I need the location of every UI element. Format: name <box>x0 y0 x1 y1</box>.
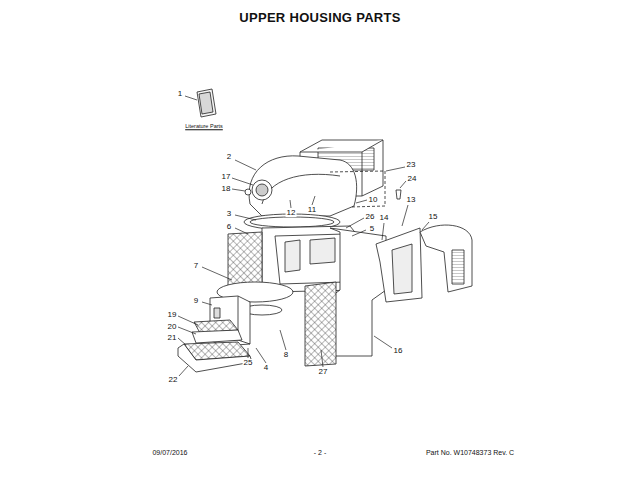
callout-number: 16 <box>393 347 404 355</box>
callout-number: 27 <box>318 368 329 376</box>
callout-number: 6 <box>226 223 232 231</box>
callout-number: 8 <box>283 351 289 359</box>
callout-number: 1 <box>177 90 183 98</box>
callout-number: 23 <box>406 161 417 169</box>
callout-number: 13 <box>406 196 417 204</box>
callout-number: 22 <box>168 376 179 384</box>
page-title: UPPER HOUSING PARTS <box>238 11 401 24</box>
callout-number: 5 <box>369 225 375 233</box>
callout-number: 15 <box>428 213 439 221</box>
callout-number: 2 <box>226 153 232 161</box>
callout-number: 9 <box>193 297 199 305</box>
callout-number: 21 <box>167 334 178 342</box>
footer-text: - 2 - <box>313 449 327 456</box>
callout-number: 10 <box>368 196 379 204</box>
callout-number: 17 <box>221 173 232 181</box>
callout-number: 7 <box>193 262 199 270</box>
callout-number: 18 <box>221 185 232 193</box>
callout-number: 20 <box>167 323 178 331</box>
footer-text: 09/07/2016 <box>151 449 188 456</box>
footer-text: Part No. W10748373 Rev. C <box>425 449 515 456</box>
callout-number: 11 <box>307 206 317 214</box>
callout-number: 14 <box>379 214 390 222</box>
callout-number: 19 <box>167 311 178 319</box>
callout-number: 26 <box>365 213 376 221</box>
callout-number: 4 <box>263 364 269 372</box>
callout-number: 3 <box>226 210 232 218</box>
section-link: Literature Parts <box>184 124 224 130</box>
callout-number: 12 <box>286 209 297 217</box>
callout-number: 25 <box>243 359 254 367</box>
callout-number: 24 <box>407 175 418 183</box>
